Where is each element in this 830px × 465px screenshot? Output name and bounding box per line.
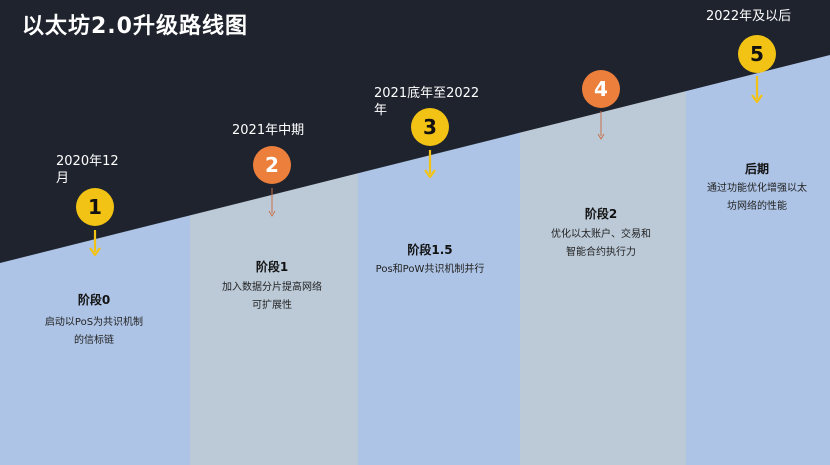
stage-description: 加入数据分片提高网络可扩展性	[222, 282, 322, 311]
stage-panel-5	[686, 55, 830, 465]
stage-marker-2: 2	[253, 146, 291, 184]
stage-number: 2	[265, 153, 279, 177]
stage-name: 阶段2	[584, 207, 618, 221]
stage-number: 3	[423, 115, 437, 139]
stage-name: 阶段0	[77, 293, 111, 307]
stage-description: 优化以太账户、交易和智能合约执行力	[551, 229, 651, 258]
stage-name: 后期	[744, 162, 769, 176]
roadmap-markers: 1 2 3 4 5	[76, 35, 776, 226]
down-arrow-icon	[597, 111, 605, 140]
down-arrow-icon	[751, 76, 763, 104]
stage-number: 4	[594, 77, 608, 101]
stage-panel-4	[520, 91, 686, 465]
stage-panel-2	[190, 173, 358, 465]
stage-description: Pos和PoW共识机制并行	[375, 264, 485, 275]
stage-panel-3	[358, 132, 520, 465]
stage-panel-1	[0, 215, 190, 465]
down-arrow-icon	[89, 230, 101, 257]
stage-number: 5	[750, 42, 764, 66]
down-arrow-icon	[268, 188, 276, 217]
stage-name: 阶段1	[255, 260, 289, 274]
roadmap-panels	[0, 55, 830, 465]
stage-date: 2021年中期	[232, 123, 305, 138]
stage-description: 启动以PoS为共识机制的信标链	[44, 317, 144, 346]
stage-description: 通过功能优化增强以太坊网络的性能	[707, 183, 807, 212]
stage-marker-5: 5	[738, 35, 776, 73]
roadmap-arrows	[89, 76, 763, 257]
page-title: 以太坊2.0升级路线图	[22, 14, 248, 39]
stage-number: 1	[88, 195, 102, 219]
down-arrow-icon	[424, 150, 436, 179]
stage-date: 2022年及以后	[706, 9, 792, 24]
stage-name: 阶段1.5	[407, 243, 453, 257]
stage-marker-4: 4	[582, 70, 620, 108]
stage-marker-3: 3	[411, 108, 449, 146]
stage-marker-1: 1	[76, 188, 114, 226]
